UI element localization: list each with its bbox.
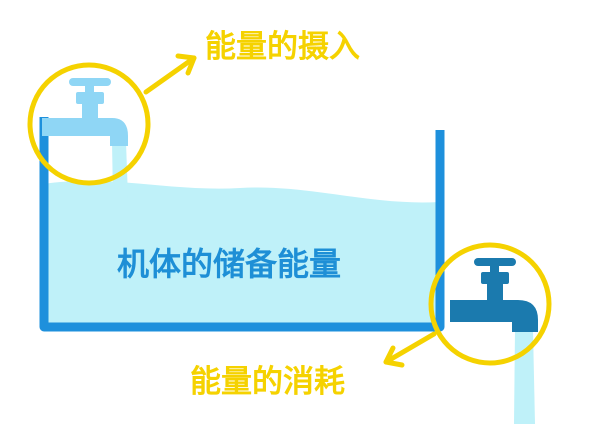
arrow-down-left-icon [383, 331, 437, 368]
energy-consumption-label: 能量的消耗 [190, 364, 345, 400]
energy-intake-label: 能量的摄入 [205, 29, 360, 65]
storage-tank [39, 117, 445, 332]
stored-water [44, 180, 440, 327]
intake-highlight-circle [27, 62, 151, 186]
consumption-highlight-circle [428, 242, 552, 366]
faucet-icon [42, 78, 128, 146]
inlet-water-stream [112, 142, 128, 198]
arrow-up-right-icon [143, 53, 197, 95]
faucet-icon [450, 258, 538, 332]
stored-energy-label: 机体的储备能量 [117, 245, 342, 283]
